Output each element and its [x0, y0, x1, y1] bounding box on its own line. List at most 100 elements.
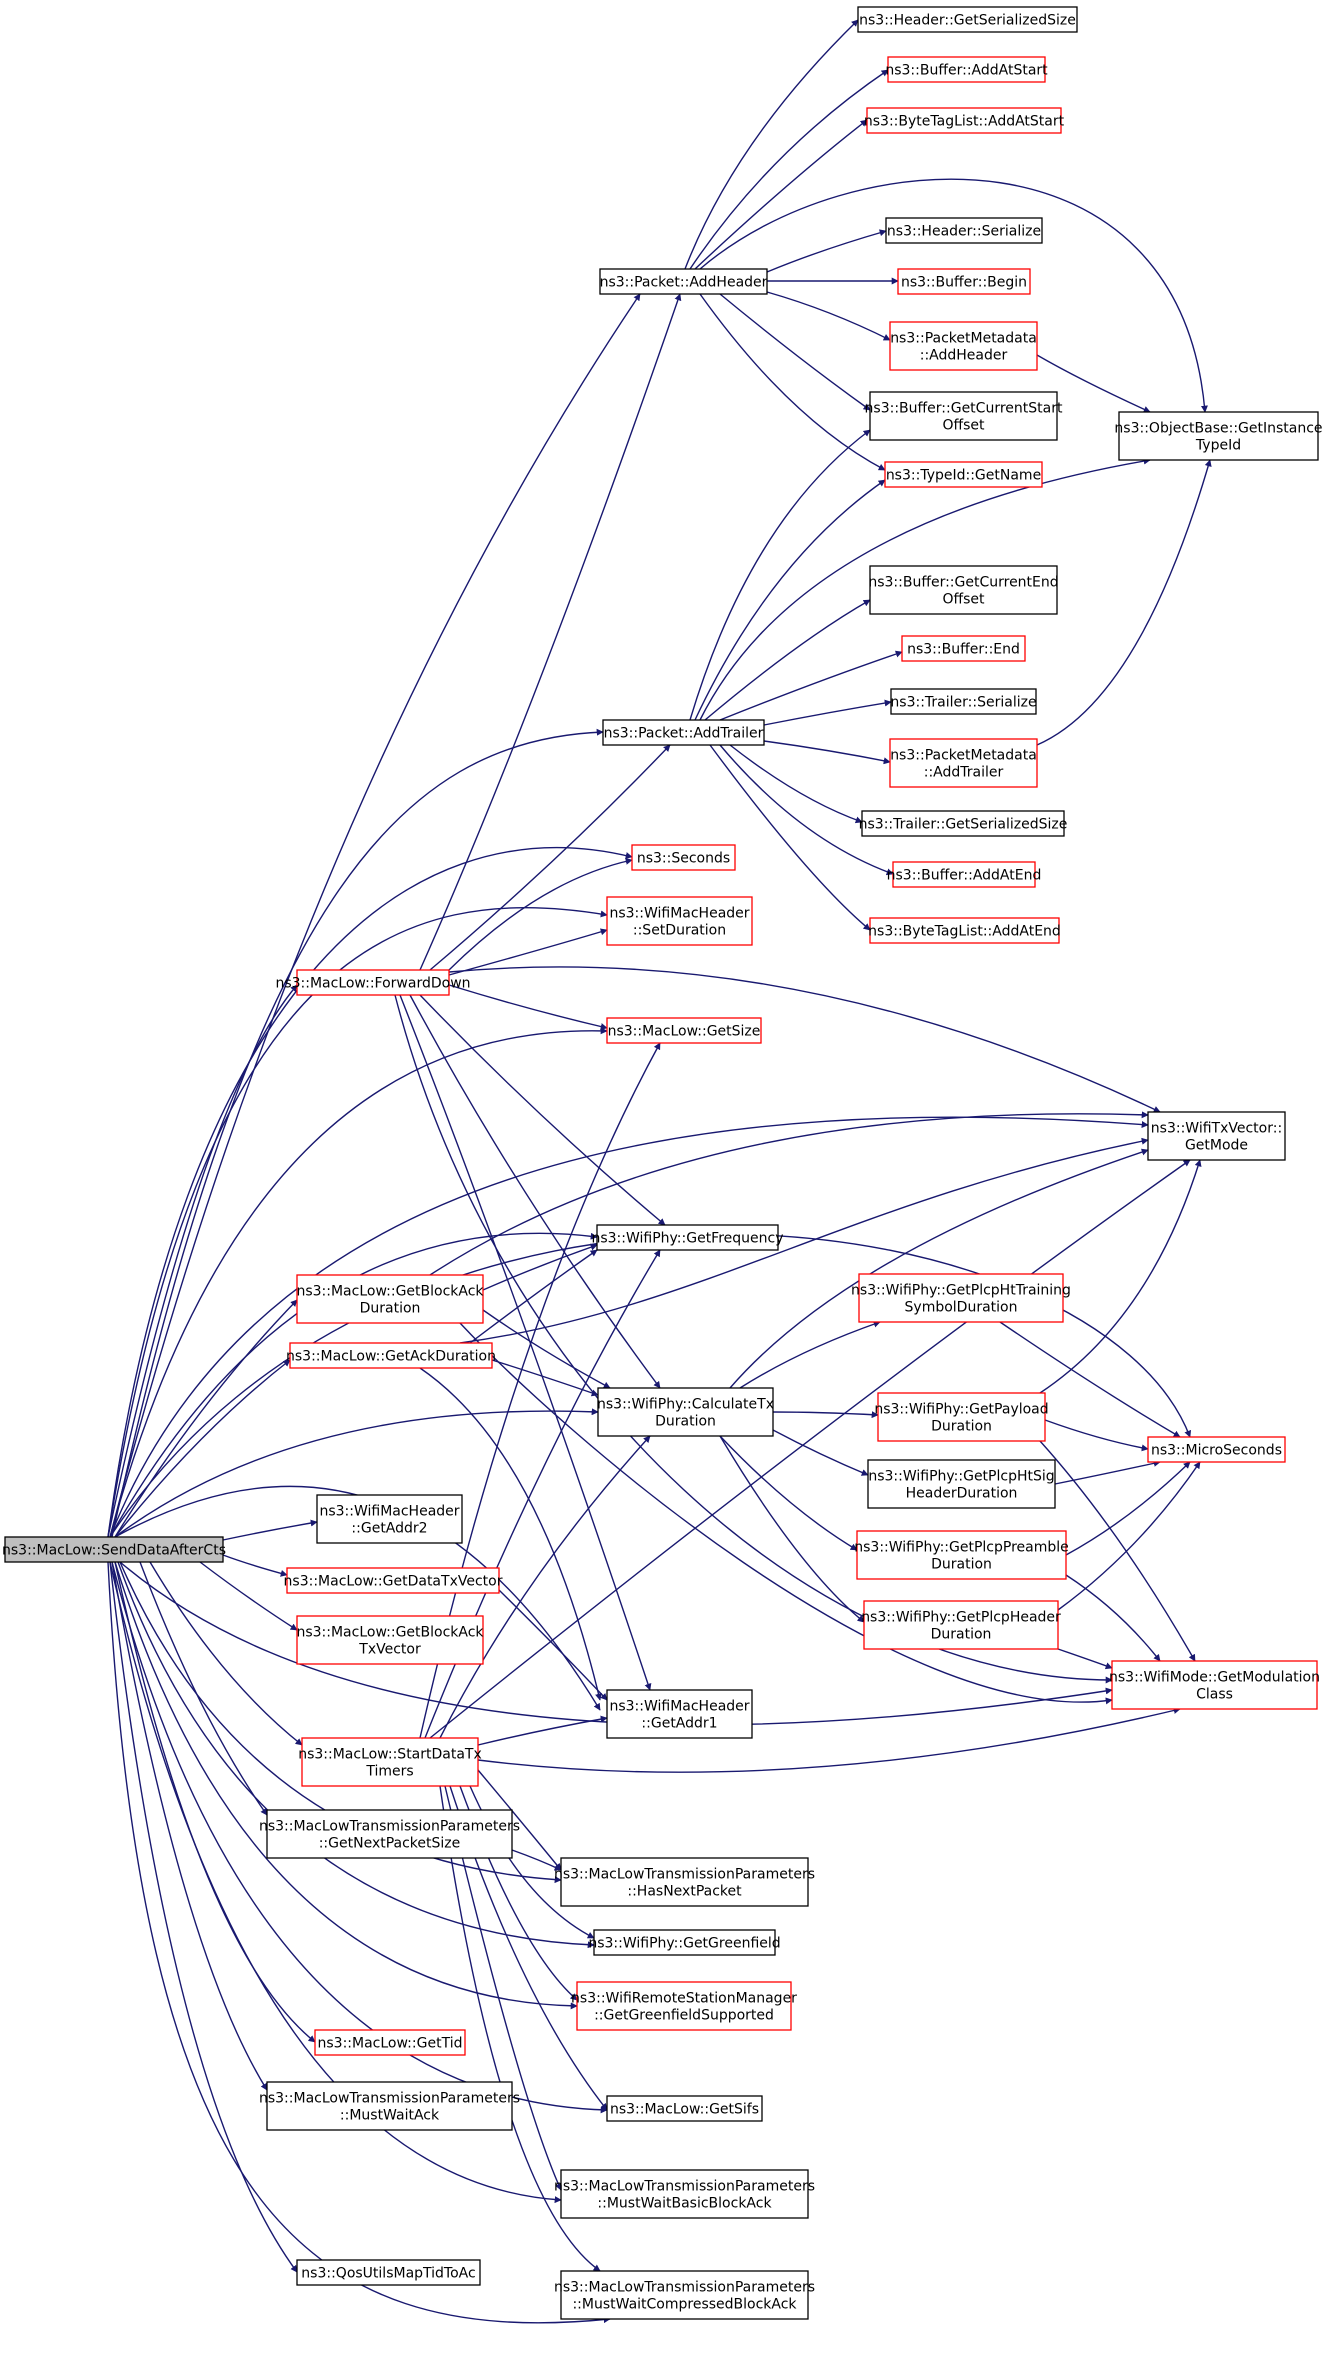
node-box	[890, 688, 1037, 715]
edge-phy_calctx-to-txv_getmode	[729, 1148, 1149, 1389]
edge-pkt_addtrailer-to-typeid_getname	[694, 479, 886, 721]
node-box	[606, 896, 753, 946]
edge-pkt_addtrailer-to-buf_curstart	[689, 429, 871, 721]
node-label: ::HasNextPacket	[627, 1884, 742, 1900]
edge-phy_calctx-to-phy_htts	[739, 1320, 881, 1389]
node-ml-gettid[interactable]: ns3::MacLow::GetTid	[314, 2029, 466, 2056]
node-ml-getackdur[interactable]: ns3::MacLow::GetAckDuration	[286, 1342, 496, 1369]
node-box	[606, 1017, 762, 1044]
node-mltp-hasnext[interactable]: ns3::MacLowTransmissionParameters::HasNe…	[554, 1857, 815, 1907]
node-box	[314, 2029, 466, 2056]
node-pm-addheader[interactable]: ns3::PacketMetadata::AddHeader	[889, 321, 1038, 371]
node-buf-begin[interactable]: ns3::Buffer::Begin	[897, 268, 1031, 295]
node-label: ns3::Buffer::Begin	[901, 275, 1027, 291]
node-label: ns3::WifiMacHeader	[319, 1504, 459, 1520]
node-ml-getsifs[interactable]: ns3::MacLow::GetSifs	[606, 2095, 763, 2122]
node-box	[885, 217, 1043, 244]
node-mltp-waitbasic[interactable]: ns3::MacLowTransmissionParameters::MustW…	[554, 2169, 815, 2219]
edge-root-to-mltp_waitbasic	[109, 1561, 562, 2204]
node-label: ns3::WifiPhy::GetGreenfield	[588, 1936, 780, 1952]
node-mltp-waitack[interactable]: ns3::MacLowTransmissionParameters::MustW…	[259, 2081, 520, 2131]
node-buf-addstart[interactable]: ns3::Buffer::AddAtStart	[885, 56, 1048, 83]
node-box	[599, 268, 768, 295]
node-label: ns3::MacLowTransmissionParameters	[554, 1867, 815, 1883]
node-label: ns3::WifiPhy::GetFrequency	[591, 1231, 783, 1247]
node-pkt-addtrailer[interactable]: ns3::Packet::AddTrailer	[602, 719, 765, 746]
edge-phy_calctx-to-phy_plcphdr	[719, 1435, 865, 1623]
edge-ml_fwddown-to-phy_getfreq	[419, 994, 666, 1226]
edge-root-to-mltp_waitack	[111, 1561, 268, 2091]
edge-ml_fwddown-to-pkt_addheader	[419, 293, 682, 971]
edge-phy_plcphdr-to-microseconds	[1057, 1461, 1201, 1611]
node-trl-getser[interactable]: ns3::Trailer::GetSerializedSize	[859, 810, 1068, 837]
edge-ml_fwddown-to-ml_getsize	[448, 984, 608, 1030]
node-label: ns3::WifiPhy::GetPlcpHtSig	[868, 1469, 1054, 1485]
node-label: ns3::Buffer::AddAtEnd	[887, 868, 1042, 884]
node-wmh-getaddr1[interactable]: ns3::WifiMacHeader::GetAddr1	[606, 1689, 753, 1739]
node-box	[869, 565, 1058, 615]
node-txv-getmode[interactable]: ns3::WifiTxVector::GetMode	[1147, 1111, 1286, 1161]
edge-pm_addtrailer-to-ob_getinst	[1036, 459, 1212, 746]
node-ml-getdatatxv[interactable]: ns3::MacLow::GetDataTxVector	[284, 1567, 503, 1594]
edge-phy_payload-to-txv_getmode	[1039, 1159, 1202, 1394]
node-phy-greenfield[interactable]: ns3::WifiPhy::GetGreenfield	[588, 1929, 781, 1956]
node-box	[884, 461, 1043, 488]
node-hdr-ser[interactable]: ns3::Header::Serialize	[885, 217, 1043, 244]
node-buf-end[interactable]: ns3::Buffer::End	[901, 635, 1026, 662]
edge-pkt_addheader-to-hdr_ser	[766, 229, 887, 273]
node-box	[869, 391, 1058, 441]
node-label: Duration	[360, 1301, 421, 1317]
node-wmh-setdur[interactable]: ns3::WifiMacHeader::SetDuration	[606, 896, 753, 946]
node-phy-getfreq[interactable]: ns3::WifiPhy::GetFrequency	[591, 1224, 784, 1251]
node-btl-addend[interactable]: ns3::ByteTagList::AddAtEnd	[868, 917, 1061, 944]
node-ml-getsize[interactable]: ns3::MacLow::GetSize	[606, 1017, 762, 1044]
node-label: ns3::Packet::AddTrailer	[604, 726, 764, 742]
edge-ml_getbadur-to-phy_calctx	[482, 1309, 611, 1389]
edge-ml_starttimers-to-wmh_getaddr1	[477, 1715, 608, 1746]
node-label: ::MustWaitCompressedBlockAck	[572, 2297, 797, 2313]
node-label: ns3::WifiPhy::GetPayload	[874, 1402, 1048, 1418]
node-seconds[interactable]: ns3::Seconds	[631, 844, 736, 871]
node-ml-fwddown[interactable]: ns3::MacLow::ForwardDown	[275, 969, 471, 996]
node-label: TypeId	[1195, 438, 1241, 454]
node-btl-addstart[interactable]: ns3::ByteTagList::AddAtStart	[864, 107, 1065, 134]
node-pkt-addheader[interactable]: ns3::Packet::AddHeader	[599, 268, 768, 295]
node-microseconds[interactable]: ns3::MicroSeconds	[1147, 1436, 1286, 1463]
node-typeid-getname[interactable]: ns3::TypeId::GetName	[884, 461, 1043, 488]
edge-pkt_addtrailer-to-buf_addend	[719, 744, 894, 876]
node-wmh-getaddr2[interactable]: ns3::WifiMacHeader::GetAddr2	[316, 1494, 463, 1544]
edge-ml_getbadur-to-txv_getmode	[429, 1111, 1149, 1276]
node-box	[266, 1809, 513, 1859]
node-mltp-waitcomp[interactable]: ns3::MacLowTransmissionParameters::MustW…	[554, 2270, 815, 2320]
edge-pkt_addheader-to-buf_curstart	[719, 293, 871, 411]
node-mltp-nextsize[interactable]: ns3::MacLowTransmissionParameters::GetNe…	[259, 1809, 520, 1859]
node-phy-htts[interactable]: ns3::WifiPhy::GetPlcpHtTrainingSymbolDur…	[851, 1273, 1071, 1323]
node-label: ns3::Header::Serialize	[887, 224, 1041, 240]
node-rsm-greenfield[interactable]: ns3::WifiRemoteStationManager::GetGreenf…	[571, 1981, 797, 2031]
node-buf-addend[interactable]: ns3::Buffer::AddAtEnd	[887, 861, 1042, 888]
node-label: ::AddHeader	[920, 348, 1008, 364]
node-pm-addtrailer[interactable]: ns3::PacketMetadata::AddTrailer	[889, 738, 1038, 788]
node-label: ns3::WifiMacHeader	[609, 906, 749, 922]
edge-phy_preamble-to-microseconds	[1065, 1461, 1191, 1556]
edge-pkt_addtrailer-to-trl_ser	[763, 699, 892, 726]
node-trl-ser[interactable]: ns3::Trailer::Serialize	[890, 688, 1037, 715]
node-label: ns3::MacLow::GetSifs	[610, 2102, 759, 2118]
edge-pkt_addheader-to-buf_addstart	[689, 69, 889, 270]
node-label: ns3::MacLow::StartDataTx	[298, 1747, 482, 1763]
node-qos-tid2ac[interactable]: ns3::QosUtilsMapTidToAc	[296, 2259, 481, 2286]
node-root[interactable]: ns3::MacLow::SendDataAfterCts	[2, 1536, 226, 1563]
node-hdr-getser[interactable]: ns3::Header::GetSerializedSize	[857, 6, 1078, 33]
